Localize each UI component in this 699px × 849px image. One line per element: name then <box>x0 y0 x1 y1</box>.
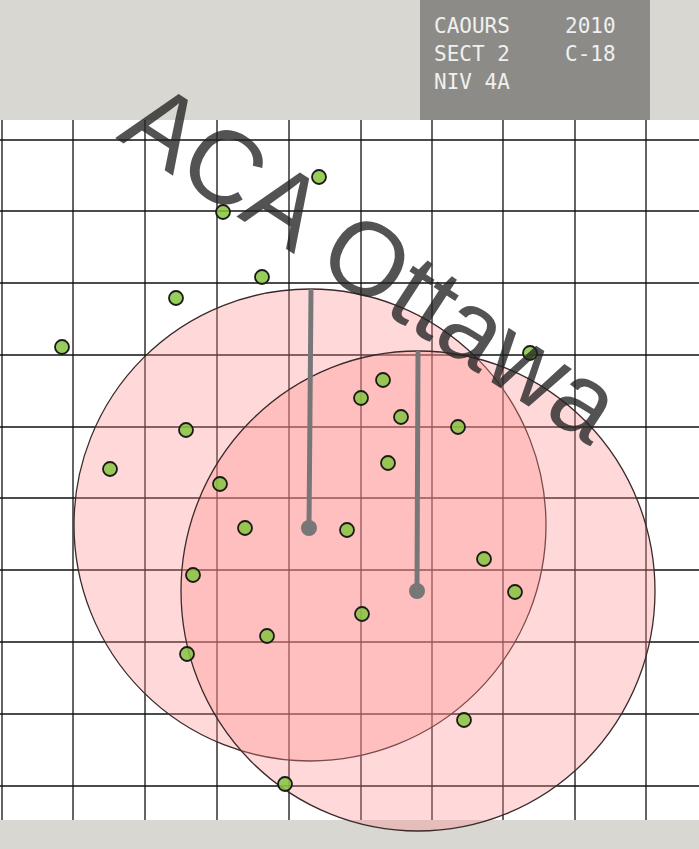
level-text: NIV 4A <box>434 72 510 93</box>
center-point <box>301 520 317 536</box>
sector-text: SECT 2 <box>434 44 510 65</box>
site-name: CAOURS <box>434 16 510 37</box>
square-text: C-18 <box>565 44 616 65</box>
label-plate <box>420 0 650 120</box>
year-text: 2010 <box>565 16 616 37</box>
center-point <box>409 583 425 599</box>
